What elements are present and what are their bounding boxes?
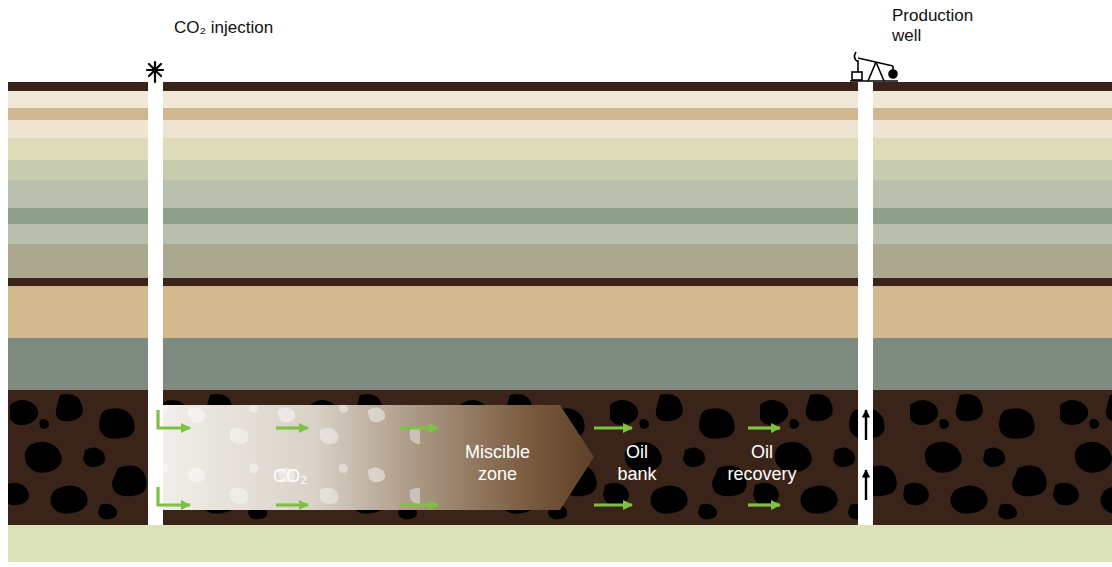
zone-label: Miscible zone — [462, 442, 534, 485]
production-well — [858, 82, 873, 525]
well-label: CO₂ injection — [174, 18, 374, 38]
co2-zone — [163, 405, 594, 510]
pump-jack — [850, 52, 898, 81]
strata — [8, 82, 1112, 562]
injection-wellhead — [147, 62, 163, 82]
zone-label: Oil recovery — [724, 442, 800, 485]
co2-texture — [163, 405, 420, 510]
flow-arrows — [158, 410, 780, 505]
injection-well — [148, 82, 163, 525]
production-arrows — [865, 410, 867, 500]
zone-label: CO₂ — [255, 466, 325, 488]
zone-label: Oil bank — [614, 442, 660, 485]
well-label: Production well — [892, 6, 980, 47]
